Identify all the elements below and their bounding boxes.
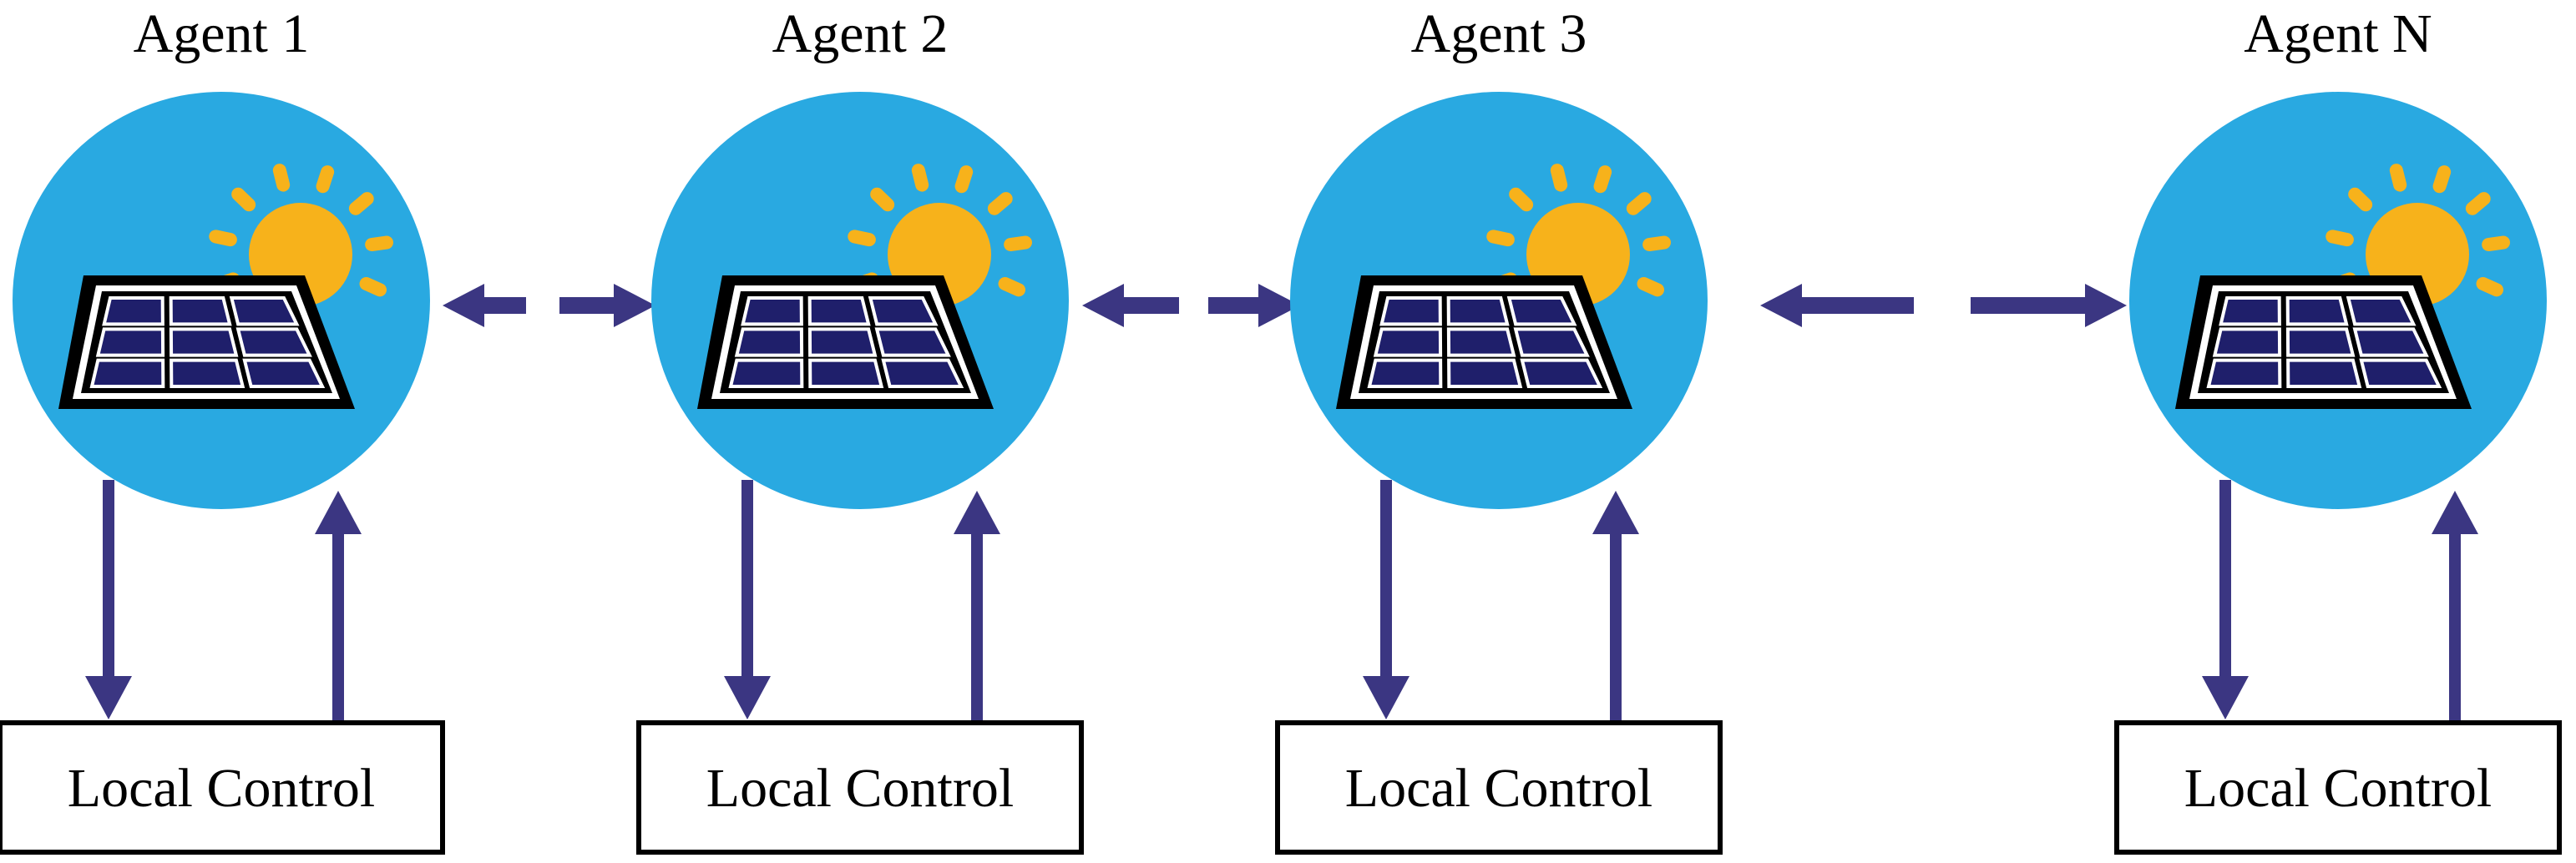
agent-title: Agent N <box>2244 3 2432 64</box>
link-agent2-agent3 <box>1082 284 1300 327</box>
link-left-dash <box>480 297 526 314</box>
panel-cell <box>2212 327 2282 357</box>
panel-cell <box>1379 296 1442 326</box>
local-control-box <box>1275 720 1723 855</box>
link-agent3-agentN <box>1760 284 2127 327</box>
panel-cell <box>1520 358 1603 388</box>
link-left-dash <box>1798 297 1914 314</box>
link-right-dash <box>559 297 618 314</box>
panel-cell <box>741 296 803 326</box>
panel-cell <box>169 296 232 326</box>
panel-cell <box>242 358 326 388</box>
panel-cell <box>728 358 804 388</box>
panel-cell <box>808 358 884 388</box>
panel-cell <box>881 358 964 388</box>
agents-layer: Agent 1 Local Control Agent 2 Local Control… <box>0 3 2562 855</box>
link-right-dash <box>1971 297 2089 314</box>
solar-panel-with-sun-icon <box>697 164 1032 409</box>
solar-panel-icon <box>58 275 355 409</box>
panel-cell <box>874 327 951 357</box>
panel-cell <box>1373 327 1443 357</box>
link-left-dash <box>1120 297 1179 314</box>
panel-cell <box>2286 358 2362 388</box>
up-arrow-head <box>954 491 1000 534</box>
panel-cell <box>102 296 164 326</box>
down-arrow-head <box>2202 676 2249 719</box>
solar-panel-with-sun-icon <box>58 164 393 409</box>
link-left-head <box>443 284 484 327</box>
solar-panel-with-sun-icon <box>2175 164 2510 409</box>
panel-cell <box>2346 296 2417 326</box>
down-arrow-head <box>724 676 771 719</box>
local-control-label: Local Control <box>706 758 1014 819</box>
link-agent1-agent2 <box>443 284 655 327</box>
agent-3: Agent 3 Local Control <box>1275 3 1723 855</box>
panel-cell <box>235 327 312 357</box>
panel-cell <box>868 296 939 326</box>
agent-4: Agent N Local Control <box>2114 3 2562 855</box>
panel-cell <box>89 358 165 388</box>
panel-cell <box>807 327 878 357</box>
link-right-head <box>2085 284 2127 327</box>
link-right-dash <box>1208 297 1263 314</box>
panel-cell <box>1446 296 1510 326</box>
panel-cell <box>1367 358 1443 388</box>
panel-cell <box>1513 327 1590 357</box>
panel-cell <box>1447 358 1523 388</box>
panel-cell <box>2352 327 2429 357</box>
panel-cell <box>734 327 804 357</box>
panel-cell <box>170 358 245 388</box>
panel-cell <box>229 296 300 326</box>
panel-cell <box>2219 296 2281 326</box>
panel-cell <box>2285 327 2356 357</box>
solar-panel-with-sun-icon <box>1336 164 1671 409</box>
agent-1: Agent 1 Local Control <box>0 3 445 855</box>
panel-cell <box>95 327 165 357</box>
local-control-box <box>636 720 1084 855</box>
panel-cell <box>169 327 239 357</box>
agent-2: Agent 2 Local Control <box>636 3 1084 855</box>
agent-title: Agent 2 <box>772 3 949 64</box>
local-control-label: Local Control <box>2184 758 2492 819</box>
local-control-label: Local Control <box>68 758 375 819</box>
panel-cell <box>807 296 871 326</box>
up-arrow-head <box>315 491 362 534</box>
down-arrow-head <box>1363 676 1409 719</box>
local-control-box <box>2114 720 2562 855</box>
local-control-label: Local Control <box>1345 758 1652 819</box>
agent-title: Agent 1 <box>134 3 310 64</box>
link-left-head <box>1760 284 1802 327</box>
local-control-box <box>0 720 445 855</box>
link-left-head <box>1082 284 1124 327</box>
panel-cell <box>1446 327 1516 357</box>
panel-cell <box>2285 296 2349 326</box>
solar-panel-icon <box>2175 275 2472 409</box>
agent-links <box>443 284 2127 327</box>
up-arrow-head <box>1592 491 1639 534</box>
down-arrow-head <box>85 676 132 719</box>
link-right-head <box>614 284 655 327</box>
panel-cell <box>2359 358 2442 388</box>
solar-panel-icon <box>1336 275 1632 409</box>
panel-cell <box>1506 296 1577 326</box>
link-right-head <box>1258 284 1300 327</box>
panel-cell <box>2206 358 2282 388</box>
agent-title: Agent 3 <box>1411 3 1587 64</box>
up-arrow-head <box>2432 491 2478 534</box>
solar-panel-icon <box>697 275 994 409</box>
